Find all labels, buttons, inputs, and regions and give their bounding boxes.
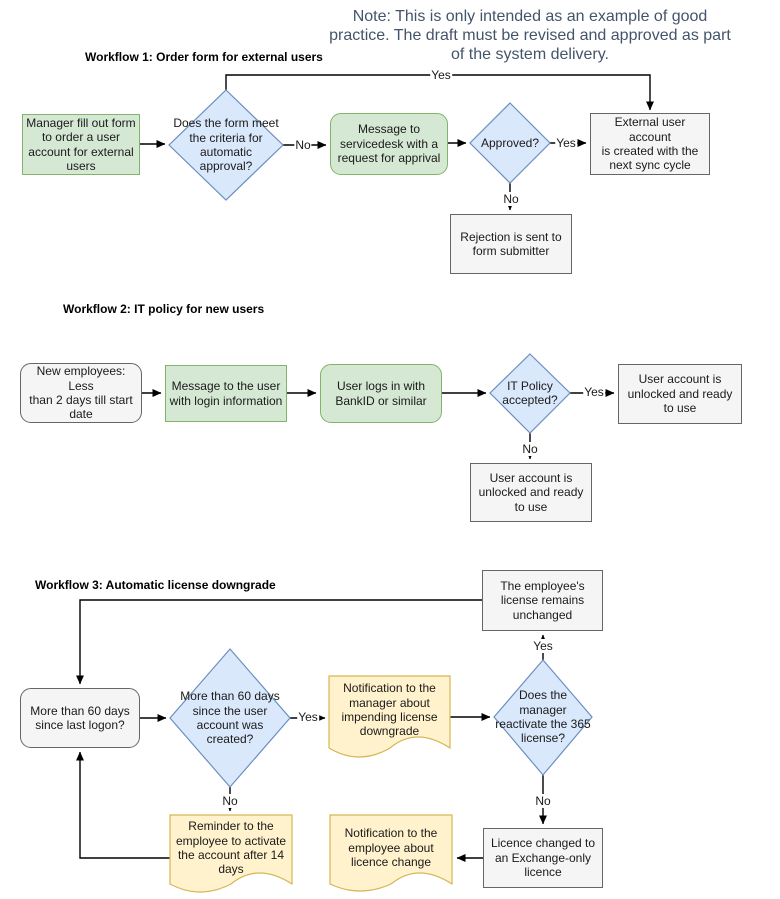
label-wf1-no-down: No bbox=[502, 192, 520, 206]
label-wf3-no-right: No bbox=[534, 794, 552, 808]
node-unlocked-no: User account is unlocked and ready to us… bbox=[470, 463, 592, 522]
label-wf2-no: No bbox=[521, 442, 539, 456]
policy-decision-diamond bbox=[489, 353, 571, 434]
node-account-created: External user account is created with th… bbox=[590, 113, 710, 175]
workflow3-title: Workflow 3: Automatic license downgrade bbox=[35, 578, 276, 592]
edge-reminder-feedback-to-lastlogon bbox=[76, 751, 170, 859]
label-wf3-yes-mid: Yes bbox=[297, 710, 319, 724]
approved-decision-diamond bbox=[469, 102, 551, 184]
workflow2-title: Workflow 2: IT policy for new users bbox=[63, 302, 265, 316]
label-wf1-yes-top: Yes bbox=[430, 68, 452, 82]
label-wf2-yes: Yes bbox=[583, 385, 605, 399]
label-wf1-yes-right: Yes bbox=[555, 136, 577, 150]
node-rejection: Rejection is sent to form submitter bbox=[450, 214, 572, 274]
note-text: Note: This is only intended as an exampl… bbox=[329, 8, 731, 64]
node-login-message: Message to the user with login informati… bbox=[165, 365, 287, 422]
label-wf3-yes-up: Yes bbox=[532, 639, 554, 653]
reactivate-decision-diamond bbox=[493, 659, 593, 776]
node-unlocked-yes: User account is unlocked and ready to us… bbox=[618, 364, 742, 424]
label-wf3-no-left: No bbox=[221, 794, 239, 808]
node-approved-decision-text: Approved? bbox=[480, 135, 540, 150]
node-reminder-document-text: Reminder to the employee to activate the… bbox=[175, 819, 287, 877]
node-criteria-decision-text: Does the form meet the criteria for auto… bbox=[173, 116, 279, 174]
node-policy-decision-text: IT Policy accepted? bbox=[502, 378, 558, 407]
node-new-employees: New employees: Less than 2 days till sta… bbox=[20, 363, 142, 423]
criteria-decision-diamond bbox=[168, 89, 284, 201]
node-licence-changed: Licence changed to an Exchange-only lice… bbox=[483, 828, 603, 888]
label-wf1-no-mid: No bbox=[294, 138, 312, 152]
node-user-login: User logs in with BankID or similar bbox=[320, 364, 442, 423]
account-age-decision-diamond bbox=[169, 648, 291, 788]
reminder-document-shape bbox=[169, 814, 293, 893]
node-manager-notification-text: Notification to the manager about impend… bbox=[341, 681, 438, 739]
workflow1-title: Workflow 1: Order form for external user… bbox=[85, 50, 323, 64]
node-employee-notification-text: Notification to the employee about licen… bbox=[344, 826, 438, 870]
node-manager-form: Manager fill out form to order a user ac… bbox=[22, 114, 140, 175]
node-last-logon: More than 60 days since last logon? bbox=[20, 688, 140, 748]
manager-notification-document-shape bbox=[328, 675, 451, 758]
node-account-age-decision-text: More than 60 days since the user account… bbox=[180, 689, 280, 747]
node-license-unchanged: The employee's license remains unchanged bbox=[482, 570, 603, 631]
employee-notification-document-shape bbox=[329, 814, 453, 892]
node-reactivate-decision-text: Does the manager reactivate the 365 lice… bbox=[495, 688, 591, 746]
edge-unchanged-feedback-to-lastlogon bbox=[76, 599, 482, 685]
node-servicedesk-message: Message to servicedesk with a request fo… bbox=[330, 113, 448, 175]
